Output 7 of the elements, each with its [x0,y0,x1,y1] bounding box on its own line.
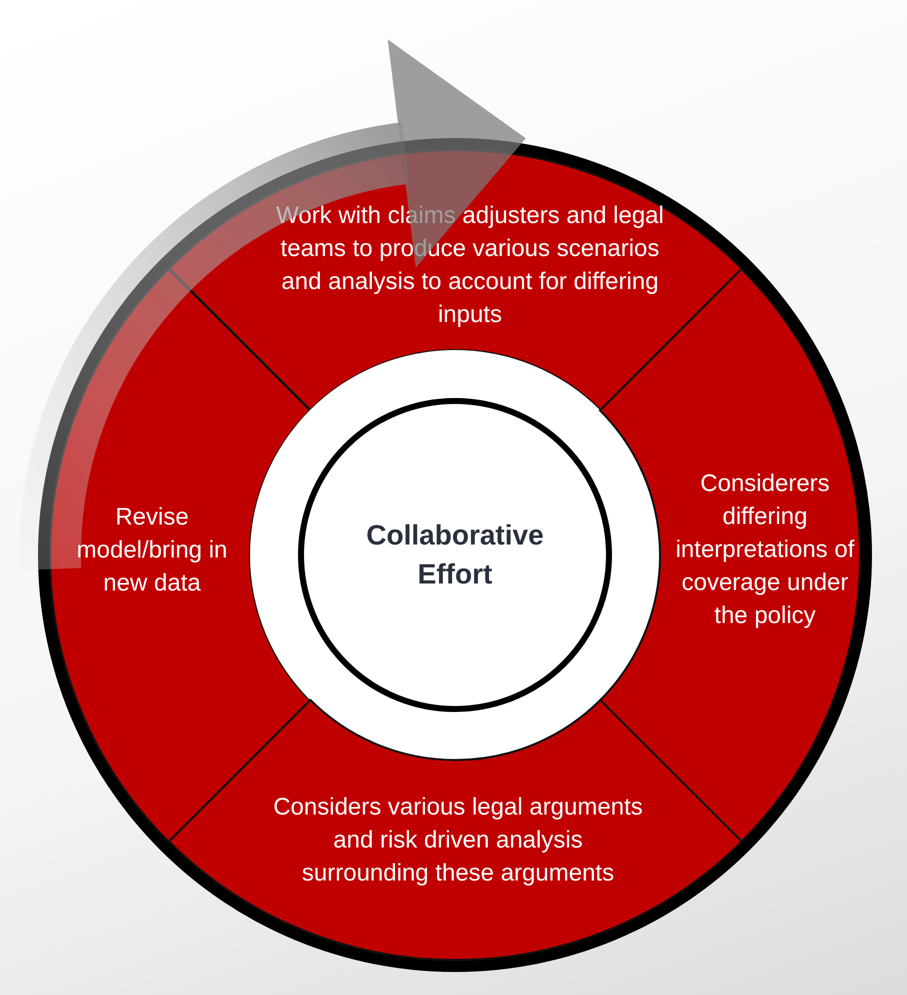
curved-arrow [19,40,525,570]
segment-text: Revise model/bring in new data [76,502,228,599]
segment-text: Work with claims adjusters and legal teams to produce various scenarios and analysis to account for differing inputs [275,200,665,330]
center-title: Collaborative Effort [365,518,545,591]
segment-text: Considerers differing interpretations of coverage under the policy [674,469,856,632]
segment-text: Considers various legal arguments and risk driven analysis surrounding these arguments [272,792,643,889]
segment [168,700,742,960]
